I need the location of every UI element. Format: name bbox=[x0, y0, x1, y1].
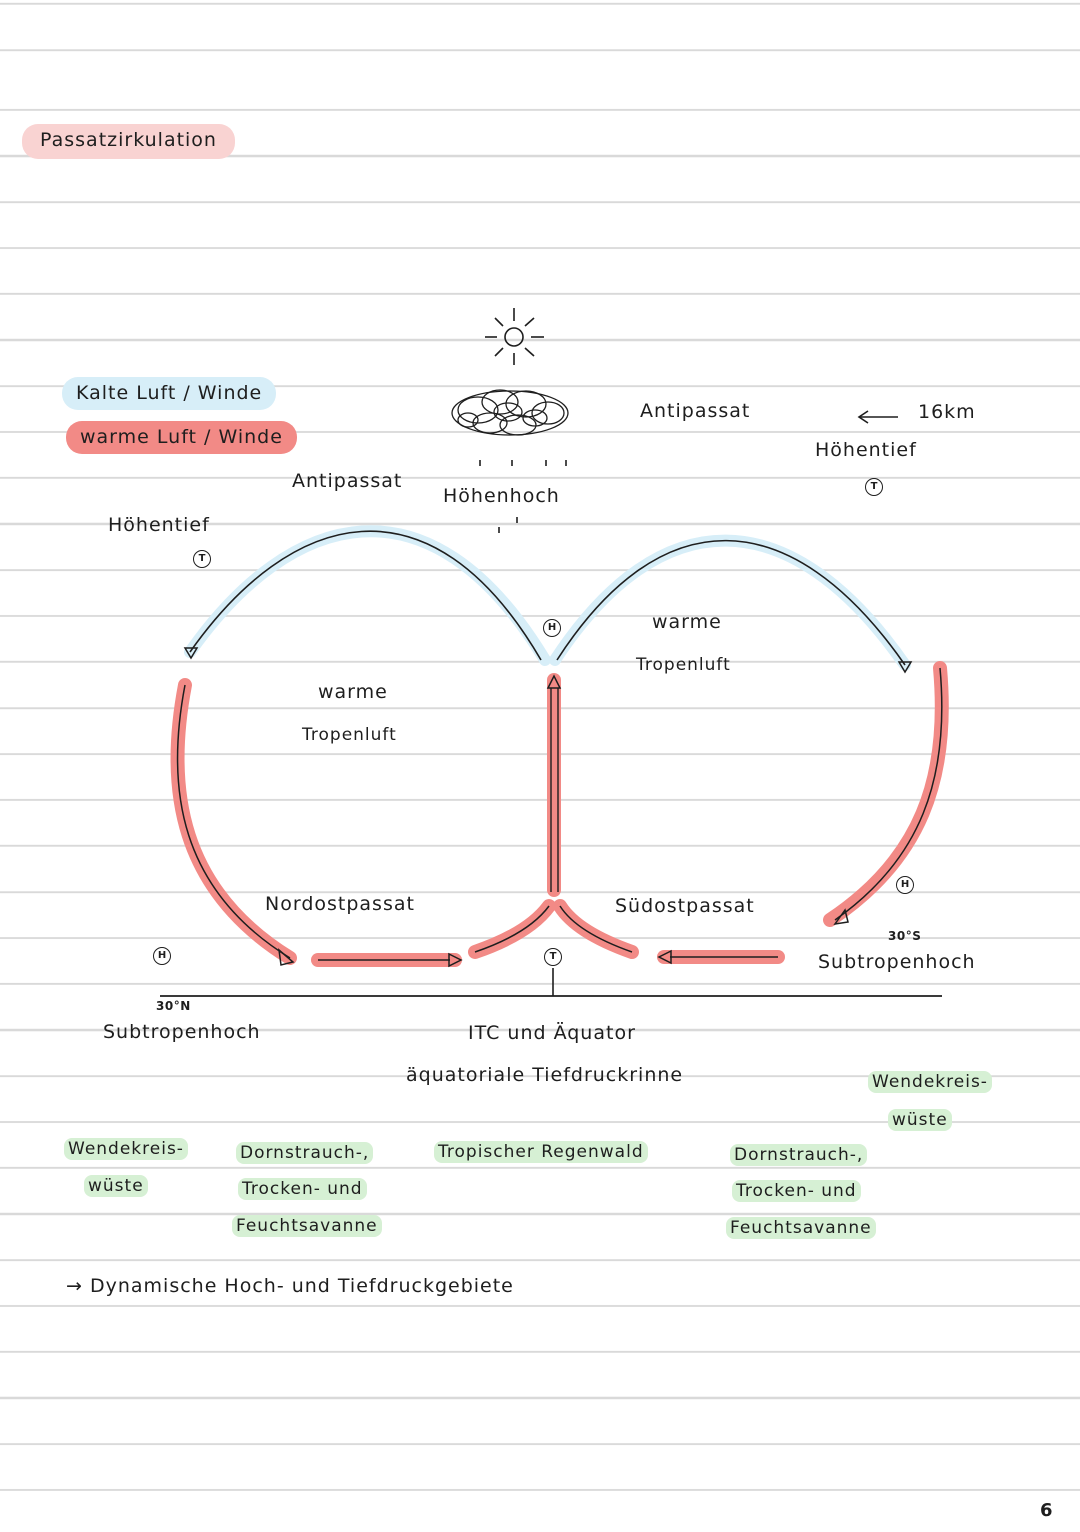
label-itc: ITC und Äquator bbox=[468, 1022, 636, 1044]
label-lat-south: 30°S bbox=[888, 929, 922, 943]
label-hoehenhoch: Höhenhoch bbox=[443, 485, 560, 507]
vegetation-left-savanna-line3: Feuchtsavanne bbox=[232, 1215, 382, 1237]
rain-icon bbox=[479, 460, 567, 533]
label-warme-right: warme bbox=[652, 611, 722, 633]
label-subtropenhoch-right: Subtropenhoch bbox=[818, 951, 976, 973]
arrowhead-rising-air bbox=[546, 674, 562, 689]
label-lat-north: 30°N bbox=[156, 999, 191, 1013]
convergence-left bbox=[474, 905, 550, 953]
label-tropenluft-left: Tropenluft bbox=[302, 725, 397, 745]
legend-cold-label: Kalte Luft / Winde bbox=[62, 377, 277, 410]
footnote: → Dynamische Hoch- und Tiefdruckgebiete bbox=[66, 1277, 514, 1296]
label-hoehentief-right: Höhentief bbox=[815, 439, 917, 461]
label-suedostpassat: Südostpassat bbox=[615, 895, 755, 917]
cold-arch-right bbox=[556, 539, 906, 666]
vegetation-right-desert-line1: Wendekreis- bbox=[868, 1071, 992, 1093]
high-pressure-symbol-top-center: H bbox=[543, 619, 561, 637]
vegetation-left-desert-line1: Wendekreis- bbox=[64, 1138, 188, 1160]
cold-arch-left bbox=[189, 530, 542, 661]
arrowhead-northeast-trade bbox=[448, 952, 463, 968]
altitude-arrow-icon bbox=[857, 410, 898, 424]
arrowhead-right-descent bbox=[833, 908, 849, 926]
vegetation-center-rainforest: Tropischer Regenwald bbox=[434, 1141, 648, 1163]
warm-right-descent-highlight bbox=[823, 661, 949, 927]
sun-icon bbox=[485, 308, 544, 365]
label-antipassat-right: Antipassat bbox=[640, 400, 751, 422]
vegetation-left-savanna-line1: Dornstrauch-, bbox=[236, 1142, 374, 1164]
high-pressure-symbol-left: H bbox=[153, 947, 171, 965]
low-pressure-symbol-top-left: T bbox=[193, 550, 211, 568]
arrowhead-left-descent bbox=[277, 948, 295, 966]
warm-left-descent bbox=[176, 684, 291, 959]
convergence-left-highlight bbox=[468, 899, 556, 959]
arrowhead-right-arch bbox=[897, 661, 913, 674]
label-nordostpassat: Nordostpassat bbox=[265, 893, 415, 915]
arrowhead-left-arch bbox=[183, 647, 199, 660]
cloud-icon bbox=[451, 389, 569, 436]
low-pressure-symbol-itc: T bbox=[544, 948, 562, 966]
vegetation-right-savanna-line1: Dornstrauch-, bbox=[730, 1144, 868, 1166]
vegetation-right-savanna-line3: Feuchtsavanne bbox=[726, 1217, 876, 1239]
cold-arch-left-highlight bbox=[184, 525, 551, 666]
vegetation-right-savanna-line2: Trocken- und bbox=[732, 1180, 861, 1202]
label-warme-left: warme bbox=[318, 681, 388, 703]
low-pressure-symbol-top-right: T bbox=[865, 478, 883, 496]
page-title: Passatzirkulation bbox=[22, 124, 235, 159]
label-antipassat-left: Antipassat bbox=[292, 470, 403, 492]
footnote-arrow-icon: → bbox=[66, 1275, 83, 1297]
arrowhead-southeast-trade bbox=[657, 949, 672, 965]
page-number: 6 bbox=[1040, 1500, 1054, 1521]
legend-warm-label: warme Luft / Winde bbox=[66, 421, 297, 454]
warm-right-descent bbox=[834, 667, 943, 921]
warm-left-descent-highlight bbox=[170, 678, 297, 965]
vegetation-left-desert-line2: wüste bbox=[84, 1175, 148, 1197]
vegetation-left-savanna-line2: Trocken- und bbox=[238, 1178, 367, 1200]
vegetation-right-desert-line2: wüste bbox=[888, 1109, 952, 1131]
label-hoehentief-left: Höhentief bbox=[108, 514, 210, 536]
convergence-right bbox=[559, 905, 633, 953]
label-altitude: 16km bbox=[918, 401, 976, 423]
label-tiefdruckrinne: äquatoriale Tiefdruckrinne bbox=[406, 1064, 684, 1086]
label-tropenluft-right: Tropenluft bbox=[636, 655, 731, 675]
high-pressure-symbol-right: H bbox=[896, 876, 914, 894]
footnote-text: Dynamische Hoch- und Tiefdruckgebiete bbox=[89, 1275, 514, 1297]
label-subtropenhoch-left: Subtropenhoch bbox=[103, 1021, 261, 1043]
